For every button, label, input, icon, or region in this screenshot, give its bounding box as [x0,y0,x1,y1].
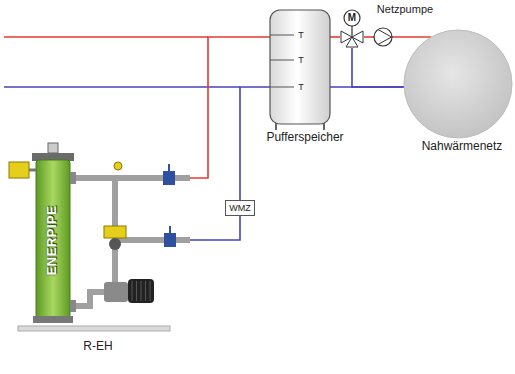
mixing-valve: M [340,8,364,48]
pipe-heater-drawing [70,172,76,184]
pipe-connector [190,216,240,240]
pipe-connector [240,87,270,200]
network-label: Nahwärmenetz [422,140,503,154]
pipe-heater-drawing [33,316,73,323]
network-pump-drawing [374,28,392,46]
pipe-heater-drawing [9,162,29,178]
pipe-heater-drawing [168,164,170,171]
sensor-label: T [298,56,304,65]
buffer-tank-drawing [270,87,294,88]
pipe-heater-drawing [18,326,170,331]
unit-label: R-EH [83,340,112,354]
network-pump-drawing [378,30,392,45]
pipe-heater-drawing [132,281,133,301]
mixing-valve-drawing [344,10,360,26]
buffer-tank-drawing [270,10,330,124]
pipe-heater-drawing [104,226,126,238]
brand-label: ENERPIPE [46,205,61,275]
motor-label: M [348,12,356,24]
district-heating-network-drawing [404,30,512,138]
pipe-heater-drawing [128,279,154,303]
pipe-heater-drawing [70,300,76,312]
pipe-heater-drawing [150,281,151,301]
pipe-heater-drawing [141,281,142,301]
pipe-heater-drawing [114,162,122,170]
pipe-heater-drawing [163,171,175,185]
district-heating-network-drawing [404,28,515,156]
pipe-heater-drawing [164,233,176,247]
meter-label: WMZ [229,204,251,213]
pipe-heater-drawing [29,169,36,172]
pipe-connector [352,48,404,87]
buffer-tank-drawing [270,35,294,36]
sensor-label: T [298,31,304,40]
pipe-heater-drawing [48,143,58,153]
pipe-heater-drawing [109,238,121,250]
mixing-valve-drawing [351,26,352,37]
buffer-tank-drawing [270,60,294,61]
buffer-tank-drawing [270,10,330,130]
pipe-heater-drawing [9,143,190,331]
pipe-heater-drawing [169,226,171,233]
supply-pipe [4,36,208,38]
pipe-connector [392,36,431,38]
tank-label: Pufferspeicher [266,131,343,145]
network-pump-drawing [374,28,392,46]
mixing-valve-drawing [341,10,363,47]
pipe-connector [190,37,270,178]
pipe-connector [364,36,374,38]
pipe-heater-drawing [36,160,70,318]
pipe-heater-drawing [5,138,190,362]
pipe-heater: ENERPIPE R-EH [5,138,190,362]
mixing-valve-drawing [346,37,358,47]
heat-meter: WMZ [225,200,255,216]
return-pipe [4,86,240,88]
pipe-heater-drawing [104,282,128,302]
pipe-heater-drawing [145,281,146,301]
sensor-label: T [298,83,304,92]
pipe-connector [330,36,340,38]
district-heating-network: Nahwärmenetz [404,28,515,156]
pipe-heater-drawing [136,281,137,301]
district-heating-network-drawing [404,30,512,138]
pump-label: Netzpumpe [377,3,433,16]
